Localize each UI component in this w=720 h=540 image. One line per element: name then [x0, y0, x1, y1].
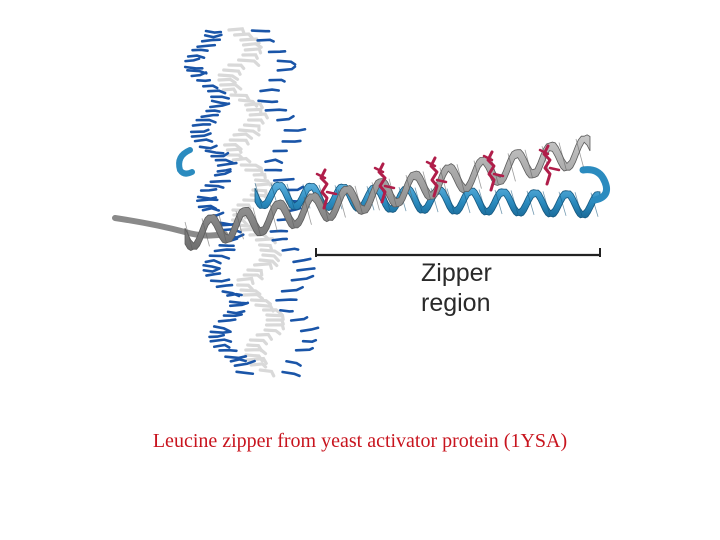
- zipper-label-line2: region: [421, 289, 491, 317]
- dna-double-helix: [176, 27, 320, 378]
- zipper-bracket: [315, 248, 601, 257]
- zipper-label-line1: Zipper: [421, 259, 492, 287]
- gray-alpha-helix: [112, 134, 591, 252]
- zipper-region-label: Zipper region: [421, 258, 492, 318]
- leucine-side-chains: [315, 144, 561, 210]
- figure-caption: Leucine zipper from yeast activator prot…: [152, 430, 568, 452]
